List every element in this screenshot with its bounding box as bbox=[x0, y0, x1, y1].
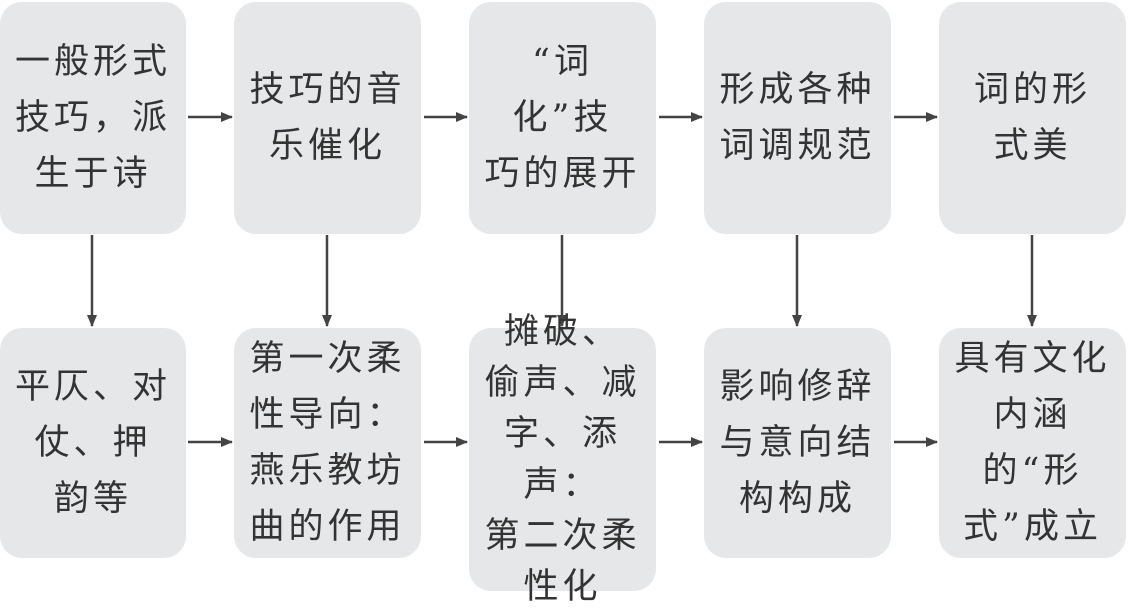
node-label: 词的形 式美 bbox=[973, 70, 1091, 166]
node-label: 摊破、 偷声、减 字、添声： 第二次柔 性化 bbox=[484, 311, 641, 607]
node-label: 具有文化 内涵的“形 式”成立 bbox=[954, 339, 1111, 547]
node-cultural-form: 具有文化 内涵的“形 式”成立 bbox=[939, 328, 1126, 558]
node-second-softening: 摊破、 偷声、减 字、添声： 第二次柔 性化 bbox=[469, 312, 656, 607]
node-musical-catalysis: 技巧的音 乐催化 bbox=[234, 2, 421, 234]
node-label: 影响修辞 与意向结 构构成 bbox=[719, 367, 876, 519]
node-ci-formal-beauty: 词的形 式美 bbox=[939, 2, 1126, 234]
node-label: 平仄、对 仗、押 韵等 bbox=[14, 367, 171, 519]
node-rhetoric-imagery: 影响修辞 与意向结 构构成 bbox=[704, 328, 891, 558]
node-ci-tune-norms: 形成各种 词调规范 bbox=[704, 2, 891, 234]
node-label: 形成各种 词调规范 bbox=[719, 70, 876, 166]
node-label: 一般形式 技巧，派 生于诗 bbox=[14, 42, 171, 194]
connector-arrows bbox=[87, 112, 1037, 447]
node-first-softening: 第一次柔 性导向： 燕乐教坊 曲的作用 bbox=[234, 328, 421, 558]
node-general-form-technique: 一般形式 技巧，派 生于诗 bbox=[0, 2, 186, 234]
node-label: 第一次柔 性导向： 燕乐教坊 曲的作用 bbox=[249, 339, 406, 547]
node-tonal-parallelism-rhyme: 平仄、对 仗、押 韵等 bbox=[0, 328, 186, 558]
node-ci-technique-development: “词化”技 巧的展开 bbox=[469, 2, 656, 234]
node-label: 技巧的音 乐催化 bbox=[249, 70, 406, 166]
node-label: “词化”技 巧的展开 bbox=[484, 42, 641, 194]
